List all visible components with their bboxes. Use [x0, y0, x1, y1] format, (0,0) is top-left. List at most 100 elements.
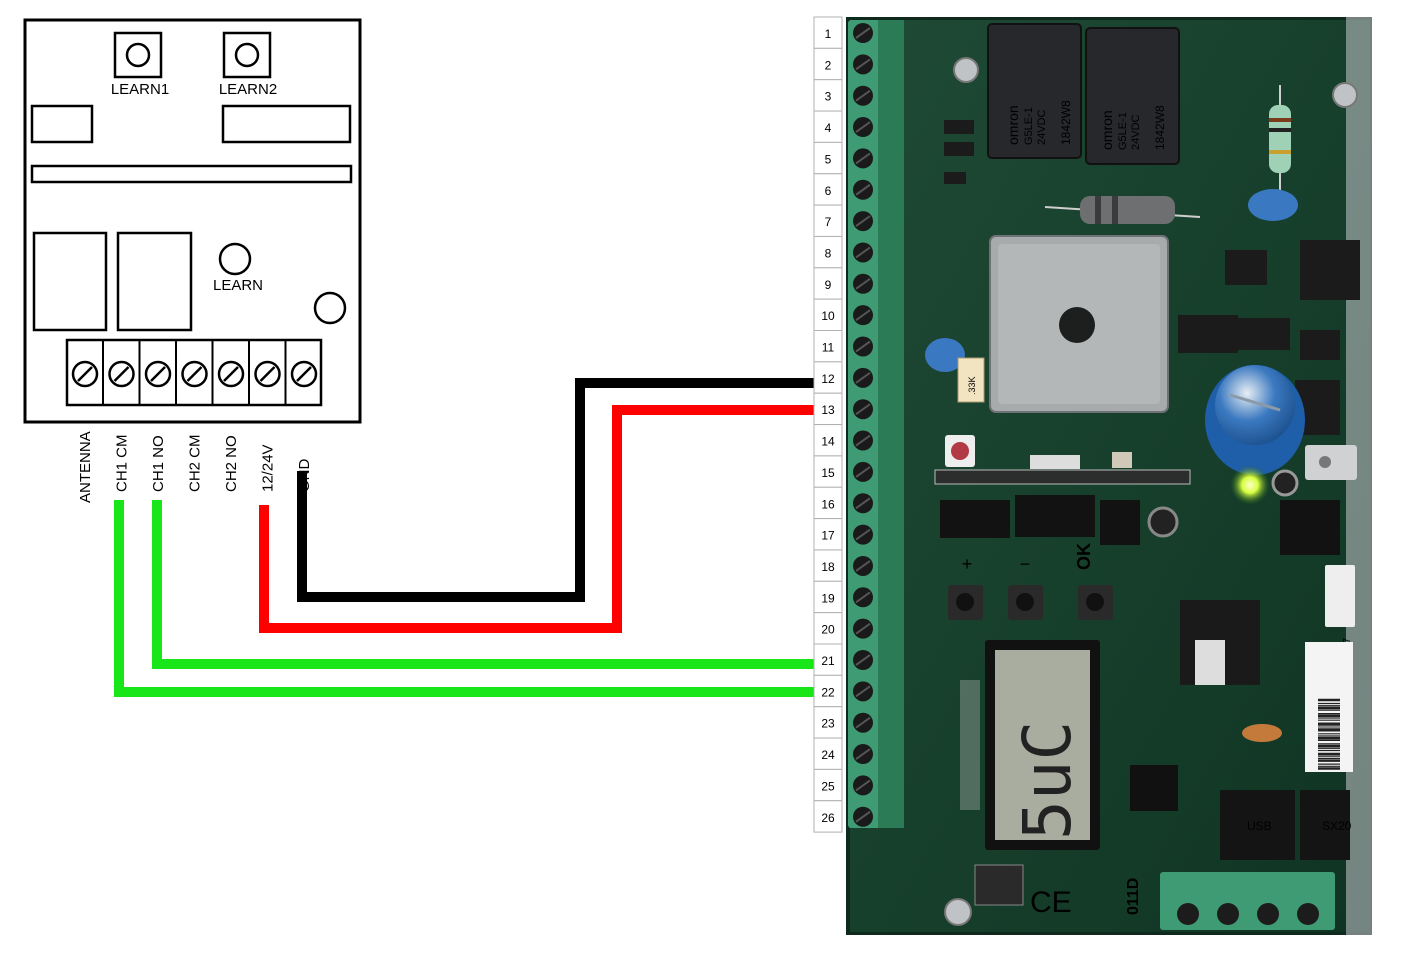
strip-number: 7	[825, 215, 832, 229]
terminal-screw	[217, 360, 245, 388]
learn-button	[218, 242, 252, 276]
orange-capacitor	[1242, 724, 1282, 742]
strip-number: 1	[825, 27, 832, 41]
relay-1-code: 1842W8	[1059, 100, 1073, 145]
electrolytic-capacitor	[1205, 365, 1305, 475]
strip-number: 15	[821, 466, 835, 480]
strip-cell: 2	[813, 47, 843, 81]
button-ok-label: OK	[1074, 543, 1094, 570]
strip-number: 3	[825, 90, 832, 104]
strip-cell: 14	[813, 424, 843, 457]
terminal-label-12-24v: 12/24V	[260, 444, 277, 492]
learn2-button-cap	[234, 42, 260, 68]
small-resistor: .33K	[957, 357, 985, 403]
strip-cell: 22	[813, 674, 843, 708]
mount-screw-right	[1332, 82, 1358, 108]
terminal-number-strip: 1234567891011121314151617181920212223242…	[813, 16, 843, 833]
mount-screw-bottom	[944, 898, 972, 926]
terminal-screw	[108, 360, 135, 388]
learn1-button-cap	[125, 42, 151, 68]
strip-cell: 3	[813, 79, 843, 112]
strip-cell: 11	[813, 330, 843, 363]
strip-number: 23	[821, 717, 835, 731]
strip-number: 12	[821, 372, 835, 386]
radio-module-strip	[934, 469, 1191, 485]
button-minus-label: −	[1020, 554, 1031, 574]
strip-number: 10	[821, 309, 835, 323]
strip-number: 16	[821, 497, 835, 511]
relay-1: omron G5LE-1 24VDC 1842W8	[987, 23, 1082, 159]
strip-cell: 13	[813, 392, 843, 426]
strip-number: 2	[825, 58, 832, 72]
terminal-screw	[254, 360, 281, 388]
model-label: 011D	[1125, 878, 1142, 915]
strip-cell: 12	[813, 361, 843, 394]
wires	[114, 378, 814, 697]
bottom-terminal-block: 011D	[1125, 872, 1335, 930]
wire-12-24v-red	[259, 405, 814, 633]
strip-number: 18	[821, 560, 835, 574]
lcd-readout: 5uC	[1009, 721, 1086, 840]
terminal-screw	[290, 360, 318, 388]
strip-number: 8	[825, 246, 832, 260]
strip-number: 17	[821, 529, 835, 543]
terminal-label-ch1-cm: CH1 CM	[114, 434, 131, 492]
relay-1-brand: omron	[1005, 105, 1021, 145]
terminal-label-ch1-no: CH1 NO	[150, 435, 167, 492]
terminal-screw	[181, 360, 208, 388]
strip-cell: 18	[813, 549, 843, 582]
strip-cell: 19	[813, 580, 843, 614]
ce-mark: CE	[1030, 886, 1072, 919]
terminal-label-ch2-no: CH2 NO	[223, 435, 240, 492]
strip-number: 26	[821, 811, 835, 825]
component-block-right	[221, 104, 352, 144]
relay-2-code: 1842W8	[1153, 105, 1167, 150]
strip-number: 4	[825, 121, 832, 135]
strip-cell: 1	[813, 16, 843, 49]
antenna-strip	[30, 164, 353, 184]
strip-number: 6	[825, 184, 832, 198]
strip-number: 11	[822, 341, 835, 355]
strip-cell: 16	[813, 486, 843, 520]
strip-number: 9	[825, 278, 832, 292]
bridge-rectifier	[989, 235, 1169, 413]
heatsink-tab	[1305, 445, 1357, 480]
strip-cell: 8	[813, 235, 843, 269]
strip-number: 13	[821, 403, 835, 417]
usb-label: USB	[1247, 819, 1272, 833]
strip-cell: 23	[813, 706, 843, 739]
strip-cell: 26	[813, 800, 843, 833]
strip-cell: 6	[813, 173, 843, 206]
terminal-screws	[71, 340, 318, 405]
header-pins	[1130, 765, 1178, 811]
button-plus-label: +	[962, 554, 973, 574]
strip-cell: 4	[813, 110, 843, 143]
terminal-screw	[144, 360, 172, 388]
relay-2: omron G5LE-1 24VDC 1842W8	[1085, 27, 1180, 165]
strip-cell: 7	[813, 204, 843, 237]
relay-ch2	[116, 231, 193, 332]
relay-ch1	[32, 231, 108, 332]
strip-cell: 20	[813, 612, 843, 645]
strip-cell: 9	[813, 267, 843, 300]
led-indicator	[313, 291, 347, 325]
strip-cell: 10	[813, 298, 843, 331]
resistor-top	[1269, 85, 1291, 200]
strip-number: 24	[821, 748, 835, 762]
small-capacitor	[1147, 506, 1179, 538]
wire-ch1-no-green	[152, 500, 814, 669]
small-resistor-label: .33K	[967, 376, 977, 395]
strip-number: 22	[821, 685, 835, 699]
relay-1-voltage: 24VDC	[1036, 109, 1048, 145]
sx20-label: SX20	[1322, 819, 1352, 833]
relay-2-voltage: 24VDC	[1130, 114, 1142, 150]
strip-number: 25	[821, 779, 835, 793]
ic-chips	[940, 495, 1340, 685]
strip-number: 19	[821, 591, 835, 605]
ceramic-capacitor-left	[925, 338, 965, 372]
mount-screw-top	[953, 57, 979, 83]
terminal-label-ch2-cm: CH2 CM	[187, 434, 204, 492]
learn2-label: LEARN2	[219, 81, 277, 98]
